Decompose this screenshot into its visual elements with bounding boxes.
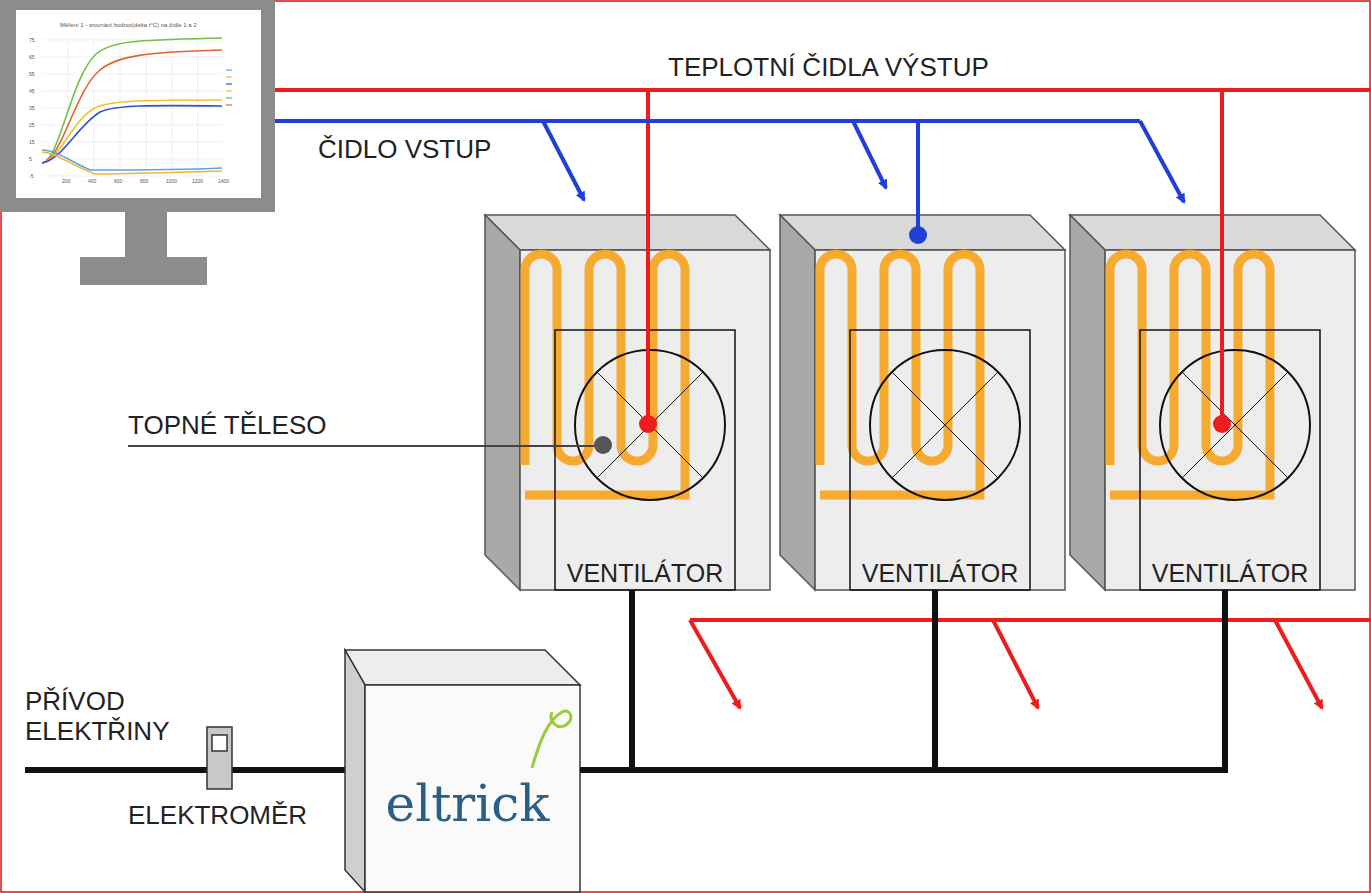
axis-tick: 35 — [29, 105, 35, 111]
part-label: TOPNÉ TĚLESO — [128, 410, 326, 440]
fan-unit: VENTILÁTOR — [538, 250, 752, 590]
part-label: PŘÍVOD ELEKTŘINY — [25, 686, 215, 746]
fan-label: VENTILÁTOR — [862, 558, 1019, 590]
sensor-label: ČIDLO VSTUP — [318, 134, 491, 164]
axis-tick: 55 — [29, 71, 35, 77]
axis-tick: 5 — [29, 156, 32, 162]
chart-title: Měření 1 - srovnání hodnot(delta t°C) na… — [60, 22, 196, 29]
fan-label: VENTILÁTOR — [567, 558, 724, 590]
power-wire — [580, 590, 935, 770]
axis-tick: 45 — [29, 88, 35, 94]
axis-tick: -5 — [29, 173, 33, 179]
logo-text: eltrick — [386, 775, 550, 833]
axis-tick: 1200 — [192, 178, 203, 184]
power-wire — [580, 590, 1225, 770]
axis-tick: 1400 — [218, 178, 229, 184]
axis-tick: 1000 — [166, 178, 177, 184]
controller-box: eltrick — [365, 685, 580, 892]
fan-unit: VENTILÁTOR — [833, 250, 1047, 590]
power-wire — [580, 590, 632, 770]
fan-unit: VENTILÁTOR — [1123, 250, 1337, 590]
axis-tick: 65 — [29, 54, 35, 60]
axis-tick: 75 — [29, 37, 35, 43]
axis-tick: 25 — [29, 122, 35, 128]
axis-tick: 600 — [114, 178, 122, 184]
axis-tick: 400 — [88, 178, 96, 184]
fan-label: VENTILÁTOR — [1152, 558, 1309, 590]
axis-tick: 15 — [29, 139, 35, 145]
part-label: ELEKTROMĚR — [128, 800, 307, 830]
axis-tick: 800 — [140, 178, 148, 184]
axis-tick: 200 — [62, 178, 70, 184]
sensor-label: TEPLOTNÍ ČIDLA VÝSTUP — [668, 52, 989, 82]
